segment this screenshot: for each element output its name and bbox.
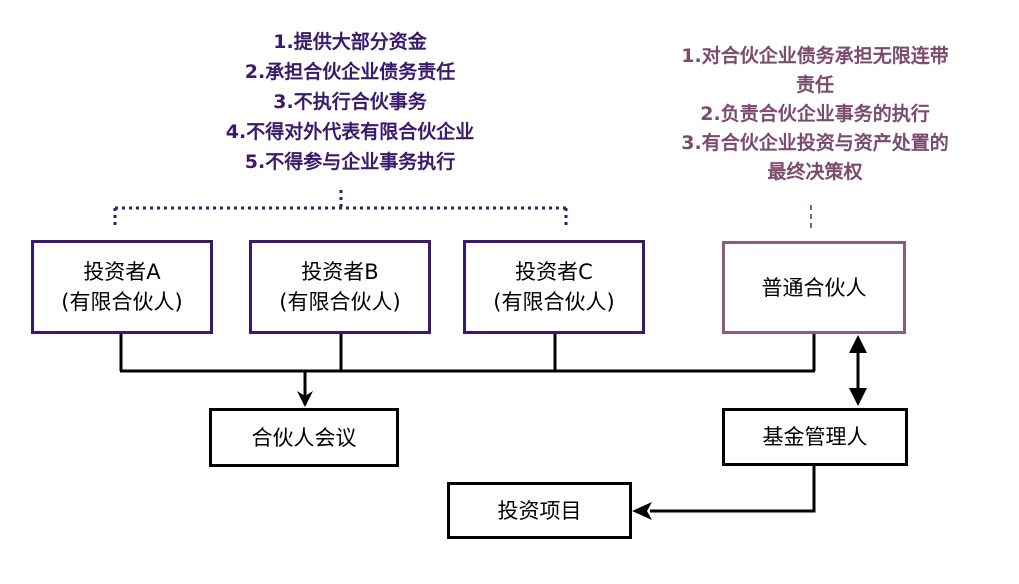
investor-b-name: 投资者B [301,260,379,284]
lp-duty-5: 5.不得参与企业事务执行 [244,151,456,173]
gp-duty-3: 3.有合伙企业投资与资产处置的 [681,132,949,154]
arrow-down-head [849,388,867,406]
partners-bus [119,333,816,407]
fund-to-project-arrow [650,465,816,513]
investment-project-label: 投资项目 [497,498,582,523]
lp-duty-4: 4.不得对外代表有限合伙企业 [225,121,475,143]
investor-a-box[interactable]: 投资者A (有限合伙人) [31,240,213,334]
investor-c-role: (有限合伙人) [493,290,615,314]
arrow-up-head [849,335,867,353]
gp-duty-2: 2.负责合伙企业事务的执行 [700,103,930,125]
lp-duty-2: 2.承担合伙企业债务责任 [244,61,456,83]
lp-duty-1: 1.提供大部分资金 [273,31,427,53]
general-partner-duties-note: 1.对合伙企业债务承担无限连带 责任 2.负责合伙企业事务的执行 3.有合伙企业… [625,42,1005,187]
partners-meeting-label: 合伙人会议 [251,425,357,450]
partners-meeting-box[interactable]: 合伙人会议 [209,408,399,467]
lp-note-bracket [113,190,568,226]
limited-partner-duties-note: 1.提供大部分资金 2.承担合伙企业债务责任 3.不执行合伙事务 4.不得对外代… [150,27,550,177]
investor-c-box[interactable]: 投资者C (有限合伙人) [463,240,645,334]
arrow-left-head [632,502,652,520]
gp-duty-1-cont: 责任 [795,74,834,96]
investment-project-box[interactable]: 投资项目 [447,482,632,539]
fund-manager-box[interactable]: 基金管理人 [722,408,908,466]
lp-duty-3: 3.不执行合伙事务 [273,91,427,113]
investor-b-box[interactable]: 投资者B (有限合伙人) [249,240,431,334]
investor-c-name: 投资者C [515,260,593,284]
investor-a-role: (有限合伙人) [61,290,183,314]
investor-b-role: (有限合伙人) [279,290,401,314]
investor-a-name: 投资者A [83,260,161,284]
gp-duty-3-cont: 最终决策权 [767,161,863,183]
general-partner-box[interactable]: 普通合伙人 [722,241,906,334]
fund-manager-label: 基金管理人 [762,425,868,449]
gp-duty-1: 1.对合伙企业债务承担无限连带 [681,45,949,67]
general-partner-label: 普通合伙人 [761,275,867,300]
